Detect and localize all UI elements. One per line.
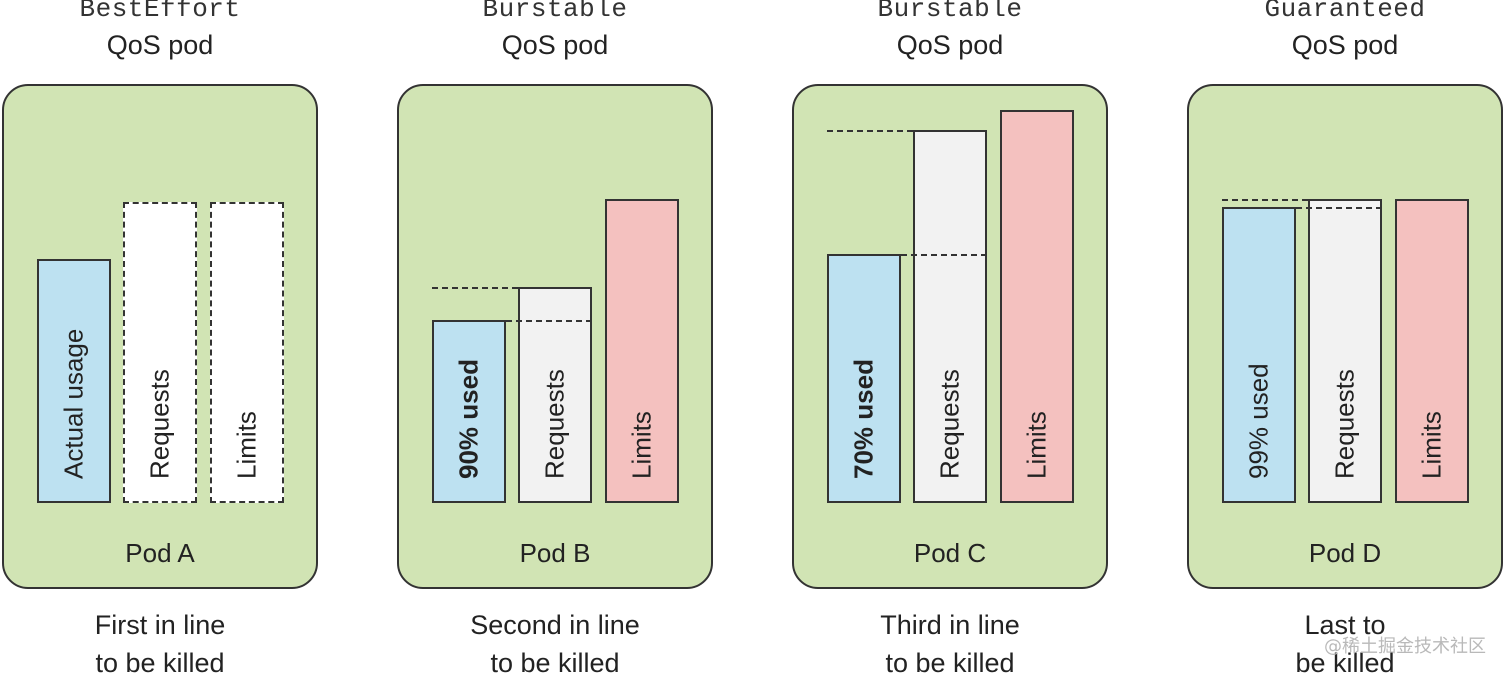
requests-label: Requests bbox=[934, 369, 965, 479]
requests-level-line bbox=[432, 287, 518, 289]
qos-subtitle: QoS pod bbox=[106, 30, 214, 60]
requests-bar: Requests bbox=[913, 130, 987, 503]
requests-bar: Requests bbox=[518, 287, 592, 503]
actual-usage-bar: Actual usage bbox=[37, 259, 111, 503]
usage-bar: 70% used bbox=[827, 254, 901, 503]
kill-order-caption: First in line to be killed bbox=[2, 606, 318, 682]
qos-subtitle: QoS pod bbox=[501, 30, 609, 60]
pod-b-box: 90% used Requests Limits Pod B bbox=[397, 84, 713, 589]
usage-label: 99% used bbox=[1243, 363, 1274, 479]
pod-b-column: Burstable QoS pod 90% used Requests Limi… bbox=[397, 0, 713, 678]
requests-bar: Requests bbox=[1308, 199, 1382, 503]
qos-class-title: Burstable bbox=[482, 0, 628, 24]
pod-c-box: 70% used Requests Limits Pod C bbox=[792, 84, 1108, 589]
kill-order-caption: Third in line to be killed bbox=[792, 606, 1108, 682]
requests-label: Requests bbox=[539, 369, 570, 479]
limits-label: Limits bbox=[1021, 411, 1052, 479]
limits-label: Limits bbox=[626, 411, 657, 479]
limits-bar: Limits bbox=[1395, 199, 1469, 503]
limits-bar: Limits bbox=[605, 199, 679, 503]
limits-label: Limits bbox=[1416, 411, 1447, 479]
caption-line-2: be killed bbox=[1295, 648, 1395, 678]
actual-usage-label: Actual usage bbox=[58, 328, 89, 479]
qos-class-title: Guaranteed bbox=[1264, 0, 1426, 24]
kill-order-caption: Last to be killed bbox=[1187, 606, 1503, 682]
pod-name: Pod D bbox=[1308, 538, 1382, 568]
usage-bar: 90% used bbox=[432, 320, 506, 503]
usage-label: 90% used bbox=[453, 359, 484, 479]
pod-name: Pod B bbox=[519, 538, 591, 568]
pod-a-box: Actual usage Requests Limits Pod A bbox=[2, 84, 318, 589]
requests-label: Requests bbox=[1329, 369, 1360, 479]
usage-level-line bbox=[1296, 207, 1382, 209]
caption-line-1: Last to bbox=[1304, 610, 1386, 640]
limits-label: Limits bbox=[231, 411, 262, 479]
pod-d-column: Guaranteed QoS pod 99% used Requests Lim… bbox=[1187, 0, 1503, 678]
qos-subtitle: QoS pod bbox=[896, 30, 1004, 60]
usage-level-line bbox=[506, 320, 592, 322]
requests-level-line bbox=[1222, 199, 1308, 201]
requests-level-line bbox=[827, 130, 913, 132]
qos-subtitle: QoS pod bbox=[1291, 30, 1399, 60]
usage-label: 70% used bbox=[848, 359, 879, 479]
qos-class-title: BestEffort bbox=[79, 0, 241, 24]
qos-class-title: Burstable bbox=[877, 0, 1023, 24]
caption-line-1: Third in line bbox=[880, 610, 1020, 640]
caption-line-2: to be killed bbox=[490, 648, 620, 678]
pod-d-box: 99% used Requests Limits Pod D bbox=[1187, 84, 1503, 589]
caption-line-2: to be killed bbox=[885, 648, 1015, 678]
requests-label: Requests bbox=[144, 369, 175, 479]
pod-c-column: Burstable QoS pod 70% used Requests Limi… bbox=[792, 0, 1108, 678]
pod-name: Pod C bbox=[913, 538, 987, 568]
requests-bar: Requests bbox=[123, 202, 197, 503]
caption-line-1: Second in line bbox=[470, 610, 640, 640]
pod-a-column: BestEffort QoS pod Actual usage Requests… bbox=[2, 0, 318, 678]
limits-bar: Limits bbox=[210, 202, 284, 503]
watermark: @稀土掘金技术社区 bbox=[1324, 636, 1486, 657]
limits-bar: Limits bbox=[1000, 110, 1074, 503]
kill-order-caption: Second in line to be killed bbox=[397, 606, 713, 682]
usage-bar: 99% used bbox=[1222, 207, 1296, 503]
caption-line-1: First in line bbox=[94, 610, 226, 640]
usage-level-line bbox=[901, 254, 987, 256]
caption-line-2: to be killed bbox=[95, 648, 225, 678]
pod-name: Pod A bbox=[125, 538, 195, 568]
